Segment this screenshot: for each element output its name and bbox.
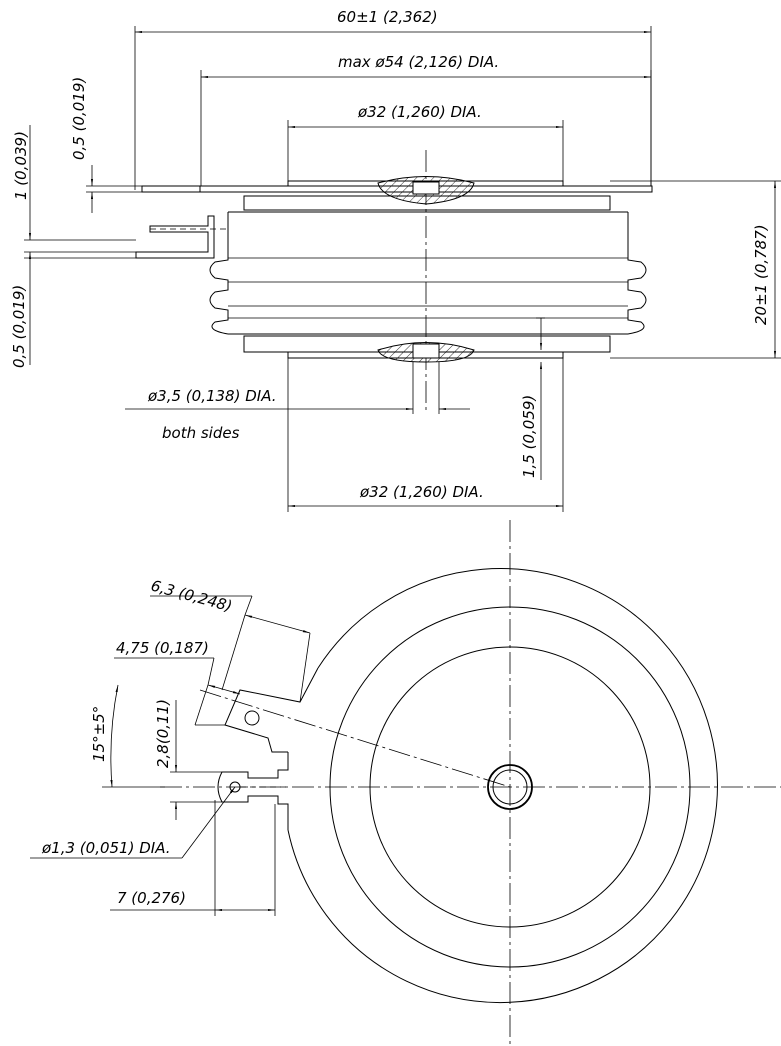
dim-terminal-length: 7 (0,276) bbox=[117, 889, 186, 907]
dim-centering-hole-note: both sides bbox=[162, 424, 240, 442]
dim-overall-width: 60±1 (2,362) bbox=[337, 8, 438, 26]
dim-top-contact-diameter: ø32 (1,260) DIA. bbox=[357, 103, 482, 121]
dim-centering-hole: ø3,5 (0,138) DIA. bbox=[147, 387, 277, 405]
dim-terminal-width-large: 6,3 (0,248) bbox=[149, 576, 234, 615]
dim-flange-thickness: 0,5 (0,019) bbox=[70, 77, 88, 160]
dim-flange-offset: 1 (0,039) bbox=[12, 131, 30, 200]
dim-max-diameter: max ø54 (2,126) DIA. bbox=[338, 53, 499, 71]
lower-terminal bbox=[217, 752, 289, 830]
dim-terminal-hole: ø1,3 (0,051) DIA. bbox=[41, 839, 171, 857]
dim-hole-depth: 1,5 (0,059) bbox=[520, 395, 538, 478]
upper-terminal bbox=[224, 667, 319, 753]
dim-lead-thickness: 0,5 (0,019) bbox=[10, 285, 28, 368]
side-view bbox=[135, 150, 653, 410]
top-view bbox=[160, 520, 781, 1046]
dim-terminal-width-small: 4,75 (0,187) bbox=[116, 639, 209, 657]
dim-height: 20±1 (0,787) bbox=[752, 224, 770, 325]
side-view-dimensions: 60±1 (2,362) max ø54 (2,126) DIA. ø32 (1… bbox=[10, 8, 781, 512]
dim-terminal-offset: 2,8(0,11) bbox=[154, 699, 172, 768]
top-view-dimensions: 6,3 (0,248) 4,75 (0,187) 15°±5° 2,8(0,11… bbox=[30, 576, 311, 916]
dim-bottom-contact-diameter: ø32 (1,260) DIA. bbox=[359, 483, 484, 501]
dim-terminal-angle: 15°±5° bbox=[90, 706, 108, 762]
